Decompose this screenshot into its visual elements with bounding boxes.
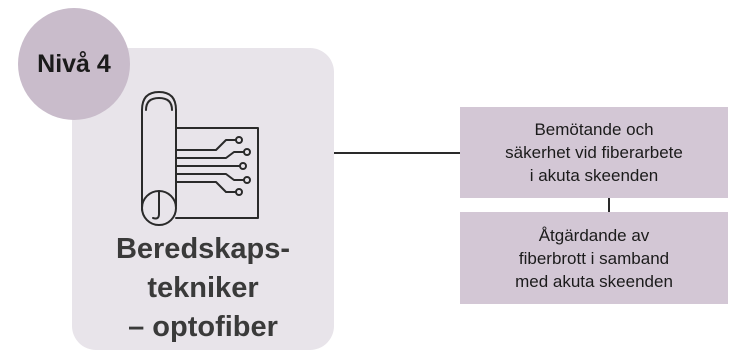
step-text-line: säkerhet vid fiberarbete	[505, 143, 683, 162]
step-box-2: Åtgärdande av fiberbrott i samband med a…	[460, 212, 728, 304]
card-title-line: Beredskaps-	[115, 233, 291, 265]
level-badge-label: Nivå 4	[37, 49, 111, 78]
step-text-line: i akuta skeenden	[529, 166, 659, 185]
step-text-line: Åtgärdande av	[538, 225, 650, 245]
connector-line-horizontal	[334, 152, 460, 154]
connector-line-vertical	[608, 198, 610, 212]
fiber-circuit-scroll-icon	[141, 91, 259, 226]
card-title-line: tekniker	[147, 272, 259, 304]
step-text-line: Bemötande och	[534, 120, 654, 139]
step-text-line: fiberbrott i samband	[518, 248, 670, 268]
card-title: Beredskaps- tekniker – optofiber	[72, 230, 334, 347]
step-text-line: med akuta skeenden	[515, 271, 673, 291]
card-title-line: – optofiber	[128, 311, 278, 343]
step-box-1: Bemötande och säkerhet vid fiberarbete i…	[460, 107, 728, 198]
level-badge: Nivå 4	[18, 8, 130, 120]
